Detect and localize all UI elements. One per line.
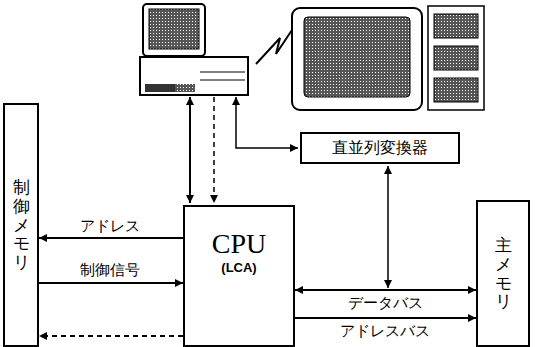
tower-panel — [434, 46, 478, 70]
cpu-box: CPU(LCA) — [183, 205, 295, 347]
memory-box: 主メモリ — [476, 200, 530, 347]
bus-arrow — [39, 335, 183, 337]
signal-label: データバス — [346, 295, 425, 312]
host-converter-wire — [236, 97, 298, 148]
computer-base — [140, 57, 248, 95]
memory-box: 制御メモリ — [3, 103, 39, 347]
process-box: 直並列変換器 — [300, 132, 460, 164]
base-strip — [175, 84, 195, 92]
monitor-screen — [149, 9, 199, 49]
node-text: CPU — [212, 229, 266, 260]
monitor-case — [143, 4, 205, 56]
remote-terminal — [292, 6, 484, 110]
signal-label: アドレスバス — [338, 323, 432, 340]
node-text: 制御メモリ — [13, 178, 30, 271]
monitor-case — [292, 8, 422, 110]
tower-panel — [434, 78, 478, 102]
signal-label: アドレス — [78, 218, 142, 235]
node-text: 直並列変換器 — [332, 138, 428, 159]
tower-panel — [434, 14, 478, 38]
comm-link — [256, 30, 292, 64]
bus-arrow — [39, 237, 183, 239]
bus-arrow — [295, 289, 476, 291]
base-strip — [145, 84, 175, 92]
host-dashed-arrow — [213, 97, 215, 203]
bus-arrow — [295, 317, 476, 319]
node-text: (LCA) — [221, 260, 256, 276]
tower — [428, 6, 484, 110]
bus-arrow — [39, 282, 183, 284]
drive-slot — [200, 80, 245, 81]
monitor-screen — [304, 17, 410, 97]
converter-bus-tap — [387, 166, 389, 288]
drive-slot — [200, 72, 245, 73]
node-text: 主メモリ — [495, 236, 512, 311]
host-bus-arrow — [189, 97, 191, 203]
signal-label: 制御信号 — [78, 262, 142, 279]
host-computer — [140, 4, 248, 95]
